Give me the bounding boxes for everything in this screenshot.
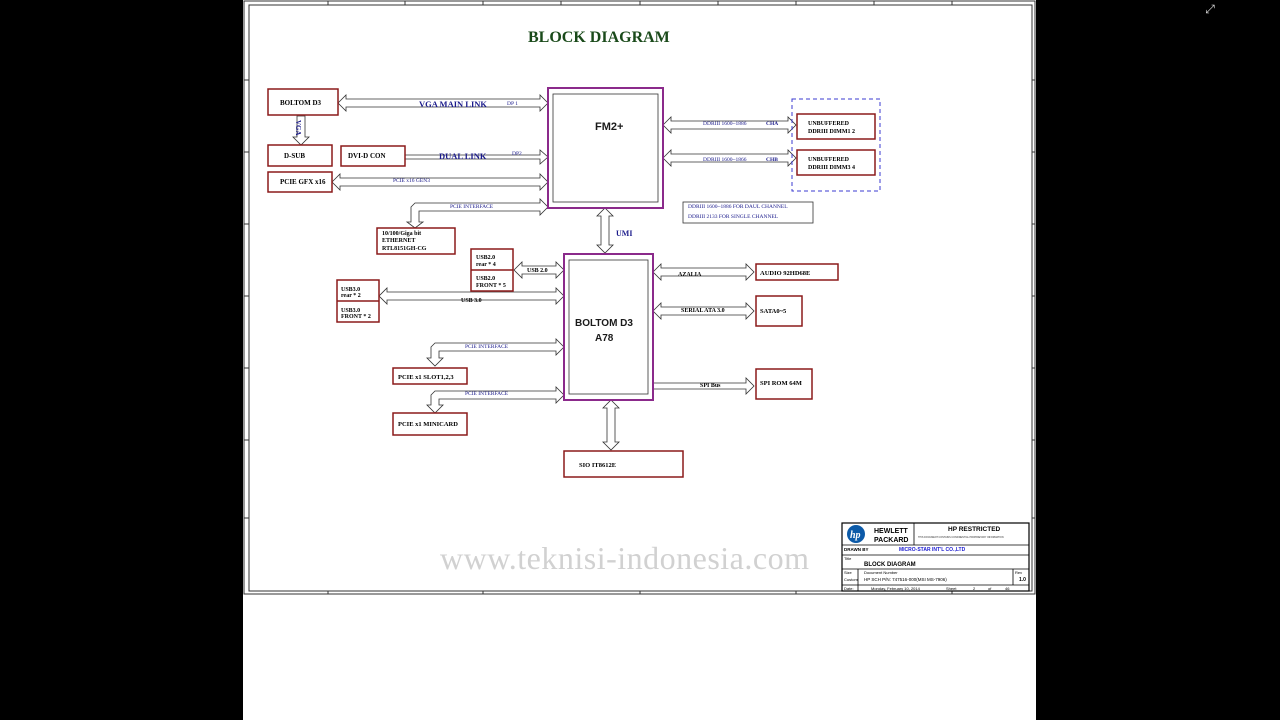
blocks [267,88,876,478]
sata-box [755,295,803,327]
drawn-by-label: DRAWN BY [844,547,869,552]
usb20-link-label: USB 2.0 [527,268,548,274]
rev-label: Rev [1015,570,1022,575]
boltom-d3-top-label: BOLTOM D3 [280,99,322,107]
usb3-label-1: USB3.0 [341,287,360,293]
dsub-label: D-SUB [284,152,305,160]
fch-box [563,253,654,401]
watermark-text: www.teknisi-indonesia.com [440,540,810,576]
dimm-group [791,98,881,192]
cpu-label: FM2+ [595,121,623,133]
rev-value: 1.0 [1019,577,1026,583]
usb2-label-4: FRONT * 5 [476,283,506,289]
chb-label: CHB [766,157,778,163]
fch-label-1: BOLTOM D3 [575,318,633,329]
of-value: 46 [1005,586,1010,591]
pcie-gfx-label: PCIE GFX x16 [280,178,326,186]
sio-box [563,450,684,478]
size-value: Custom [844,577,858,582]
usb2-label-1: USB2.0 [476,255,495,261]
dimm12-box [796,113,876,140]
cpu-box [547,87,664,209]
svg-text:hp: hp [850,530,861,541]
usb3-label-2: rear * 2 [341,293,361,299]
sheet-label: Sheet [946,586,957,591]
dsub-box [267,144,333,167]
sata30-label: SERIAL ATA 3.0 [681,308,725,314]
ethernet-box [376,227,456,255]
eth-label-3: RTL8151GH-CG [382,246,427,252]
pcie-x16-gen3-label: PCIE x16 GEN3 [393,178,430,184]
ddr-note-box [682,201,814,224]
ddr-note-1: DDRIII 1600~1886 FOR DAUL CHANNEL [688,204,788,210]
dual-link-label: DUAL LINK [439,151,487,161]
dimm34-box [796,149,876,176]
docnum-value: HP SCH P/N: 747516-000(MSI MS-7906) [864,577,947,582]
eth-label-1: 10/100/Giga bit [382,231,421,237]
ddr-chb-speed-label: DDRIII 1600~1866 [703,157,747,163]
audio-box [755,263,839,281]
pcie-minicard-box [392,412,468,436]
dimm34-label-1: UNBUFFERED [808,157,850,163]
title-block: hp HEWLETT PACKARD HP RESTRICTED THIS DO… [841,522,1030,592]
document-page: BLOCK DIAGRAM [243,0,1036,720]
usb3-label-4: FRONT * 2 [341,314,371,320]
pcie-slot-box [392,367,468,385]
docnum-label: Document Number [864,570,898,575]
date-value: Monday, February 10, 2014 [871,586,921,591]
title-label: Title [844,556,852,561]
company-name-1: HEWLETT [874,528,909,535]
pcie-minicard-label: PCIE x1 MINICARD [398,421,458,428]
date-label: Date: [844,586,854,591]
dimm12-label-1: UNBUFFERED [808,121,850,127]
spi-rom-label: SPI ROM 64M [760,380,802,387]
pcie-interface-2-label: PCIE INTERFACE [465,344,509,350]
sio-label: SIO IT8612E [579,462,616,469]
umi-label: UMI [616,229,632,238]
of-label: of [988,586,992,591]
usb2-label-2: rear * 4 [476,262,496,268]
ddr-cha-speed-label: DDRIII 1600~1886 [703,121,747,127]
diagram-title: BLOCK DIAGRAM [528,29,670,46]
fch-label-2: A78 [595,333,614,344]
pcie-interface-1-label: PCIE INTERFACE [450,204,494,210]
eth-label-2: ETHERNET [382,238,415,244]
block-diagram: BLOCK DIAGRAM [243,0,1036,595]
ddr-note-2: DDRIII 2133 FOR SINGLE CHANNEL [688,214,779,220]
dimm34-label-2: DDRIII DIMM3 4 [808,165,855,171]
spi-rom-box [755,368,813,400]
schematic-sheet: BLOCK DIAGRAM [243,0,1036,596]
dp1-label: DP 1 [507,101,518,107]
company-name-2: PACKARD [874,537,908,544]
drawn-by-value: MICRO-STAR INT'L CO.,LTD [899,547,966,553]
boltom-d3-top-box [267,88,339,116]
sheet-value: 2 [973,586,976,591]
azalia-label: AZALIA [678,272,702,278]
spi-bus-label: SPI Bus [700,383,721,389]
cha-label: CHA [766,121,778,127]
usb3-label-3: USB3.0 [341,308,360,314]
pcie-gfx-box [267,171,333,193]
restricted-fine-print: THIS DOCUMENT CONTAINS CONFIDENTIAL PROP… [918,536,1004,539]
pcie-interface-3-label: PCIE INTERFACE [465,391,509,397]
dvi-label: DVI-D CON [348,152,386,160]
hp-logo [847,525,865,543]
sata-label: SATA0~5 [760,308,787,315]
vga-label: VGA [294,120,302,136]
pcie-slot-label: PCIE x1 SLOT1,2,3 [398,374,454,381]
usb30-link-label: USB 3.0 [461,298,482,304]
dp2-label: DP2 [512,151,522,157]
collapse-icon[interactable]: ⤢ [1205,2,1215,16]
connectors [292,94,797,451]
size-label: Size [844,570,853,575]
dvi-box [340,145,406,167]
sheet-border [243,0,1036,595]
hp-restricted: HP RESTRICTED [948,526,1001,533]
usb2-label-3: USB2.0 [476,276,495,282]
dimm12-label-2: DDRIII DIMM1 2 [808,129,855,135]
title-value: BLOCK DIAGRAM [864,562,916,568]
vga-main-link-label: VGA MAIN LINK [419,99,487,109]
audio-label: AUDIO 92HD68E [760,270,810,277]
